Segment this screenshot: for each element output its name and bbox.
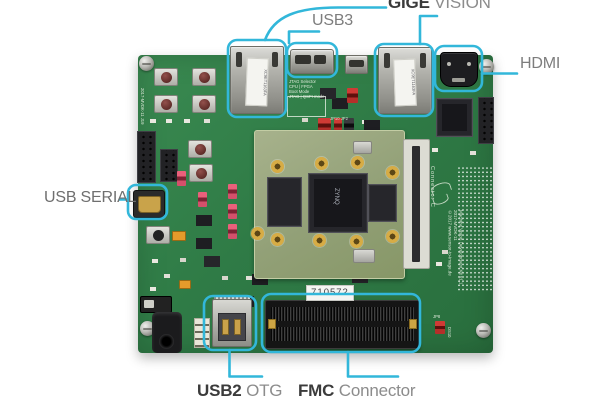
passive-components-dark	[196, 215, 212, 226]
zynq-chip: ZYNQ	[308, 173, 368, 233]
label-usb2-otg: USB2 OTG	[197, 381, 283, 400]
mounting-hole	[271, 160, 284, 173]
slide-switch	[140, 296, 172, 313]
white-header	[194, 318, 210, 348]
jumper	[177, 171, 186, 186]
inductor	[353, 249, 375, 263]
jumper-red	[435, 321, 445, 334]
usb-serial-connector	[133, 190, 165, 218]
label-usb-serial: USB SERIAL	[44, 189, 137, 206]
callout-line-usb2-otg	[228, 348, 264, 378]
memory-chip	[368, 184, 397, 222]
mezzanine-connector	[403, 139, 430, 269]
serial-number-sticker: 710572	[306, 285, 354, 301]
pin-header	[478, 97, 494, 144]
silkscreen-box	[287, 96, 326, 117]
usb2-otg-connector	[212, 296, 252, 347]
hdmi-connector	[440, 52, 478, 87]
label-usb3: USB3	[312, 12, 353, 29]
silkscreen-jp8: JP8	[433, 314, 441, 319]
mounting-hole	[351, 156, 364, 169]
silkscreen-jp10: JP10 JP2	[330, 116, 348, 121]
mounting-hole	[386, 166, 399, 179]
power-jack	[152, 312, 182, 353]
prototyping-grid	[457, 166, 492, 292]
label-fmc: FMC Connector	[298, 381, 416, 400]
silkscreen-ds10: DS10	[447, 327, 452, 338]
mounting-hole	[386, 230, 399, 243]
label-gige-vision: GIGE VISION	[388, 0, 491, 12]
screw-top-right	[479, 59, 494, 74]
screw-bottom-right	[476, 323, 491, 338]
jumper-black	[344, 118, 354, 133]
rj45-connector-2: XC9ET1163FA	[378, 47, 432, 114]
push-button	[189, 164, 213, 182]
jumper	[198, 192, 207, 207]
push-button	[146, 226, 170, 244]
zynq-chip-text: ZYNQ	[333, 188, 339, 205]
mounting-hole	[315, 157, 328, 170]
memory-chip	[267, 177, 302, 227]
screw-bottom-left	[140, 321, 155, 336]
jumper-red	[334, 118, 342, 133]
jumper	[228, 204, 237, 219]
capacitor	[179, 280, 191, 289]
mounting-hole	[313, 234, 326, 247]
jumper-red	[347, 88, 358, 103]
callout-line-usb3	[287, 30, 321, 45]
rj45-sticker: XC9ET1163FA	[393, 58, 417, 107]
label-hdmi: HDMI	[520, 55, 561, 72]
push-button	[192, 95, 216, 113]
push-button	[154, 95, 178, 113]
rj45-sticker: XC9ET1163FA	[245, 57, 269, 107]
mounting-hole	[271, 233, 284, 246]
mounting-hole	[350, 235, 363, 248]
callout-line-gige-elbow	[418, 14, 439, 46]
silkscreen-connector-c: Connector C	[429, 166, 435, 208]
push-button	[188, 140, 212, 158]
screw-top-left	[139, 56, 154, 71]
jumper	[228, 184, 237, 199]
capacitor	[172, 231, 186, 241]
pin-header	[137, 131, 156, 183]
push-button	[192, 68, 216, 86]
passive-components-light	[150, 119, 156, 123]
usb3-connector	[290, 49, 334, 74]
jumper-red	[318, 118, 331, 133]
silkscreen-right-edge: Machine Vision Development Kit v1.1 2017…	[447, 210, 464, 285]
silkscreen-left-edge: 2017-MVDK-11 J19	[140, 88, 145, 125]
qfp-chip	[436, 98, 473, 137]
push-button	[154, 68, 178, 86]
mounting-hole	[251, 227, 264, 240]
inductor	[353, 141, 372, 154]
rj45-connector-1: XC9ET1163FA	[230, 46, 284, 114]
fmc-connector	[265, 300, 420, 349]
callout-line-fmc	[346, 350, 400, 378]
pin-header	[160, 149, 178, 182]
jumper	[228, 224, 237, 239]
micro-usb-connector	[345, 55, 368, 74]
